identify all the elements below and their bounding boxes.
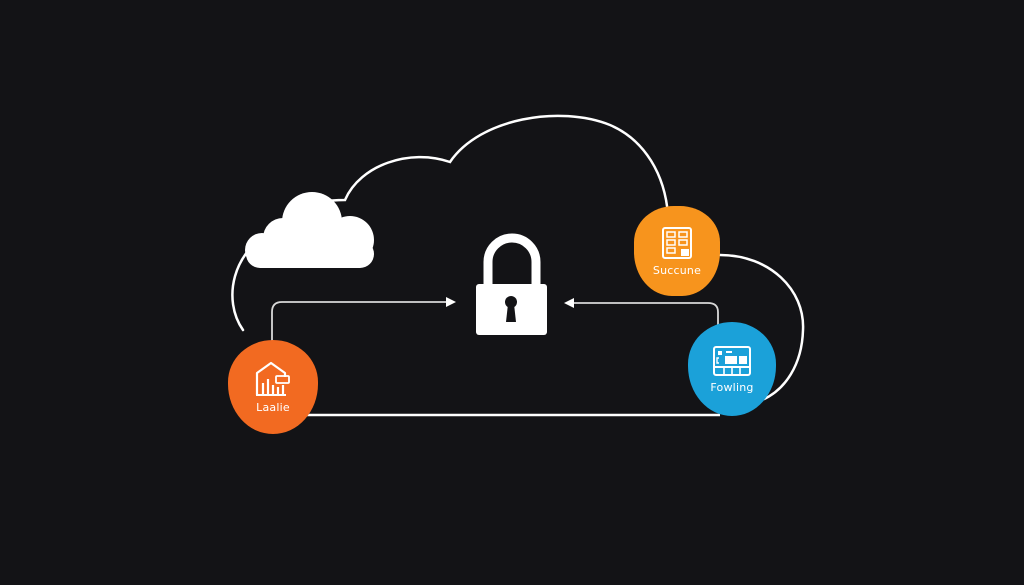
house-chart-icon	[255, 361, 290, 396]
cloud-icon	[245, 192, 374, 268]
node-succune[interactable]: Succune	[634, 206, 720, 296]
node-label: Fowling	[710, 380, 754, 394]
dashboard-panel-icon	[713, 345, 751, 376]
node-label: Laalie	[256, 400, 290, 414]
arrowhead-left	[564, 298, 574, 308]
padlock-icon	[476, 233, 547, 335]
node-label: Succune	[652, 263, 702, 277]
node-fowling[interactable]: Fowling	[688, 322, 776, 416]
arrow-left-to-lock	[271, 301, 448, 345]
arrowhead-right	[446, 297, 456, 307]
node-laalie[interactable]: Laalie	[228, 340, 318, 434]
grid-document-icon	[662, 226, 692, 259]
arrow-right-to-lock	[572, 302, 719, 325]
